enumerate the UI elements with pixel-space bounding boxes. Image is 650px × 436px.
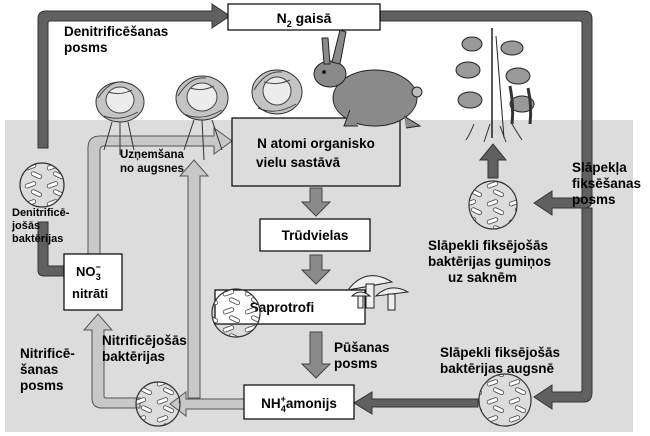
denitrifying-bacteria-label: Denitrificē- jošās baktērijas [11, 207, 70, 245]
soil-fixing-line2: baktērijas augsnē [440, 361, 555, 376]
nitrification-stage-line1: Nitrificē- [20, 346, 75, 361]
ammonium-uptake-arrow [178, 159, 210, 399]
nitrogen-fixation-line1: Slāpekļa [572, 160, 627, 175]
nitrogen-fixation-line2: fiksēšanas [572, 176, 641, 191]
nitrification-stage-line3: posms [20, 378, 64, 393]
denitrifying-bacteria-line1: Denitrificē- [12, 207, 70, 219]
n2-prefix: N [277, 10, 287, 26]
humus-box: Trūdvielas [259, 218, 371, 252]
nitrification-stage-line2: šanas [20, 362, 58, 377]
mushroom-illustration [346, 275, 410, 311]
ammonium-prefix: NH [261, 396, 281, 411]
nodule-bacteria-line3: uz saknēm [448, 270, 517, 285]
denitrification-stage-label: Denitrificēšanas posms [64, 24, 168, 55]
nitrate-sub: 3 [96, 272, 101, 282]
nitrifying-bacteria-line2: baktērijas [102, 349, 165, 364]
humus-label: Trūdvielas [282, 228, 349, 243]
uptake-line2: no augsnes [120, 163, 184, 175]
saprotrophs-box: Saprotrofi [214, 289, 366, 325]
n2-suffix: gaisā [292, 10, 332, 26]
bean-plant-illustration [455, 28, 535, 143]
ammonium-from-fixers-arrow [353, 391, 479, 415]
nitrate-name: nitrāti [72, 286, 108, 301]
nitrification-stage-label: Nitrificē- šanas posms [20, 346, 75, 393]
uptake-label: Uzņemšana no augsnes [120, 149, 185, 175]
ammonium-box: NH+4amonijs [243, 384, 355, 420]
nodule-bacteria-line1: Slāpekli fiksējošās [428, 238, 548, 253]
decay-arrow [300, 331, 332, 379]
saprotrophs-label: Saprotrofi [250, 300, 315, 315]
decay-stage-line1: Pūšanas [334, 340, 390, 355]
denitrification-arrow [37, 3, 231, 149]
soil-fixing-bacteria-circle [478, 373, 532, 427]
uptake-line1: Uzņemšana [120, 149, 185, 161]
ammonium-suffix: amonijs [286, 396, 337, 411]
nitrifying-bacteria-line1: Nitrificējošās [102, 333, 187, 348]
humus-to-saprotrophs-arrow [300, 254, 332, 285]
nodule-to-plant-arrow [478, 143, 508, 179]
soil-fixation-arrow [533, 207, 593, 410]
cabbage-illustration [95, 69, 303, 161]
denitrifying-bacteria-line2: jošās [11, 220, 40, 232]
ammonium-sup: + [281, 394, 286, 404]
organic-nitrogen-line1: N atomi organisko [257, 136, 375, 151]
decay-stage-label: Pūšanas posms [334, 340, 390, 371]
uptake-arrow [87, 127, 233, 255]
fixation-arrow [379, 10, 593, 216]
denitrifying-bacteria-line3: baktērijas [12, 233, 63, 245]
svg-text:NO−3: NO−3 [76, 262, 101, 282]
nitrifying-bacteria-label: Nitrificējošās baktērijas [102, 333, 187, 364]
nitrate-to-denitrifiers-arrow [37, 221, 67, 277]
nodule-bacteria-line2: baktērijas gumiņos [428, 254, 551, 269]
organic-nitrogen-box: N atomi organisko vielu sastāvā [231, 117, 401, 187]
organic-nitrogen-line2: vielu sastāvā [256, 155, 341, 170]
nodule-bacteria-circle [468, 180, 518, 230]
nitrification-arrow [82, 313, 141, 409]
decay-stage-line2: posms [334, 356, 378, 371]
soil-fixing-bacteria-label: Slāpekli fiksējošās baktērijas augsnē [440, 345, 560, 376]
soil-fixing-line1: Slāpekli fiksējošās [440, 345, 560, 360]
n2-sub: 2 [287, 19, 292, 29]
nitrifying-bacteria-circle [135, 381, 181, 427]
rabbit-illustration [313, 29, 423, 129]
nitrogen-fixation-stage-label: Slāpekļa fiksēšanas posms [572, 160, 641, 207]
nitrogen-fixation-line3: posms [572, 192, 616, 207]
denitrification-stage-line2: posms [64, 40, 108, 55]
organic-to-humus-arrow [300, 187, 332, 217]
denitrifying-bacteria-circle [19, 162, 65, 208]
nitrate-sup: − [96, 262, 101, 272]
saprotroph-bacteria-circle [211, 288, 261, 338]
denitrification-stage-line1: Denitrificēšanas [64, 24, 168, 39]
n2-air-box: N2 gaisā [227, 3, 381, 31]
nitrate-prefix: NO [76, 264, 96, 279]
svg-text:NH+4amonijs: NH+4amonijs [261, 394, 337, 414]
svg-text:N2 gaisā: N2 gaisā [277, 10, 332, 29]
nodule-bacteria-label: Slāpekli fiksējošās baktērijas gumiņos u… [428, 238, 551, 285]
ammonium-sub: 4 [281, 404, 286, 414]
nitrate-box: NO−3 nitrāti [63, 253, 123, 311]
